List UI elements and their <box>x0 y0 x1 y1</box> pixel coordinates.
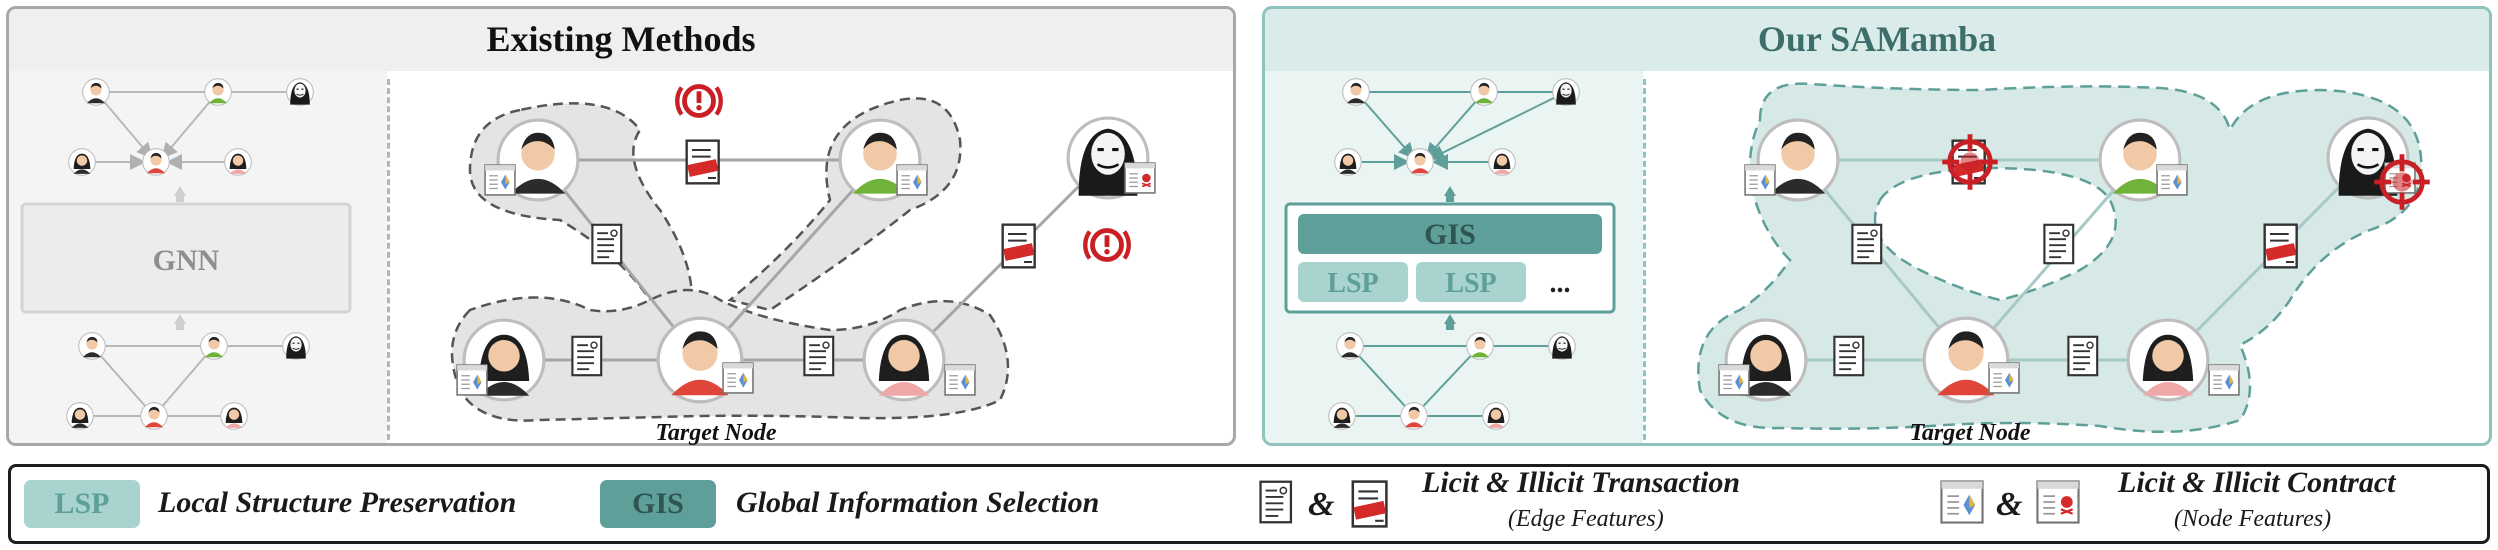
community-blob-top-right <box>727 97 962 312</box>
transaction-icon <box>1833 335 1865 377</box>
samamba-top-graph <box>1348 91 1567 170</box>
lsp-label: LSP <box>1327 268 1378 299</box>
person-icon <box>862 318 946 402</box>
contract-icon <box>1744 164 1776 196</box>
divider <box>1643 79 1646 443</box>
legend-contract-title: Licit & Illicit Contract <box>2118 466 2396 499</box>
person-icon <box>1336 332 1364 360</box>
gnn-label: GNN <box>153 244 220 277</box>
ellipsis: ... <box>1550 268 1571 299</box>
person-icon <box>204 78 232 106</box>
person-icon <box>1328 402 1356 430</box>
alarm-icon <box>677 87 721 116</box>
contract-icon <box>456 364 488 396</box>
person-icon <box>66 402 94 430</box>
arrow-stem <box>1446 324 1454 330</box>
gnn-top-graph <box>82 91 300 170</box>
up-arrow-icon <box>1444 314 1456 324</box>
target-node-label: Target Node <box>655 420 776 446</box>
legend-contract-sub: (Node Features) <box>2174 506 2332 532</box>
up-arrow-icon <box>174 314 186 324</box>
transaction-icon <box>571 335 603 377</box>
hacker-icon <box>1552 78 1580 106</box>
legend-transaction-title: Licit & Illicit Transaction <box>1422 466 1741 499</box>
legend-gis-chip: GIS <box>600 480 716 528</box>
illicit-transaction-icon <box>2263 223 2298 269</box>
hacker-icon <box>282 332 310 360</box>
up-arrow-icon <box>1444 186 1456 196</box>
legend <box>8 464 2490 544</box>
target-person-icon <box>1400 402 1428 430</box>
person-icon <box>78 332 106 360</box>
panel-header <box>1265 9 2489 71</box>
person-icon <box>1482 402 1510 430</box>
transaction-icon <box>803 335 835 377</box>
gnn-bottom-graph <box>80 345 296 417</box>
person-icon <box>1466 332 1494 360</box>
person-icon <box>82 78 110 106</box>
gis-chip <box>1298 214 1602 254</box>
contract-icon <box>484 164 516 196</box>
panel-header <box>9 9 1233 71</box>
up-arrow-icon <box>174 186 186 196</box>
contract-icon <box>1988 362 2020 394</box>
lsp-chip <box>1298 262 1408 302</box>
legend-lsp-chip: LSP <box>24 480 140 528</box>
person-icon <box>68 148 96 176</box>
illicit-transaction-icon <box>1001 223 1036 269</box>
person-icon <box>1488 148 1516 176</box>
contract-icon <box>1718 364 1750 396</box>
target-node-label: Target Node <box>1909 420 2030 446</box>
contract-icon <box>2156 164 2188 196</box>
contract-icon <box>2208 364 2240 396</box>
person-icon <box>220 402 248 430</box>
illicit-transaction-icon <box>685 139 720 185</box>
target-person-icon <box>1406 148 1434 176</box>
lsp-chip <box>1416 262 1526 302</box>
target-person-icon <box>142 148 170 176</box>
legend-transaction-sub: (Edge Features) <box>1508 506 1664 532</box>
person-icon <box>1470 78 1498 106</box>
alarm-icon <box>1085 231 1129 260</box>
lsp-label: LSP <box>1445 268 1496 299</box>
person-icon <box>1334 148 1362 176</box>
person-icon <box>224 148 252 176</box>
person-icon <box>2126 318 2210 402</box>
panel-title: Existing Methods <box>486 19 756 59</box>
hacker-icon <box>286 78 314 106</box>
gnn-box <box>20 202 352 314</box>
contract-icon <box>896 164 928 196</box>
legend-ampersand: & <box>1308 486 1335 523</box>
samamba-bottom-graph <box>1342 345 1562 417</box>
legend-ampersand: & <box>1996 486 2023 523</box>
person-icon <box>200 332 228 360</box>
arrow-stem <box>1446 196 1454 202</box>
transaction-icon <box>2067 335 2099 377</box>
arrow-stem <box>176 196 184 202</box>
transaction-icon <box>2043 223 2075 265</box>
legend-lsp-text: Local Structure Preservation <box>158 486 517 519</box>
hacker-icon <box>1548 332 1576 360</box>
target-person-icon <box>140 402 168 430</box>
transaction-icon <box>1851 223 1883 265</box>
illicit-contract-icon <box>1124 162 1156 194</box>
person-icon <box>1342 78 1370 106</box>
contract-icon <box>944 364 976 396</box>
transaction-icon <box>591 223 623 265</box>
panel-title: Our SAMamba <box>1757 19 1997 59</box>
divider <box>387 79 390 443</box>
contract-icon <box>722 362 754 394</box>
legend-gis-text: Global Information Selection <box>736 486 1100 519</box>
gis-label: GIS <box>1424 218 1476 251</box>
arrow-stem <box>176 324 184 330</box>
